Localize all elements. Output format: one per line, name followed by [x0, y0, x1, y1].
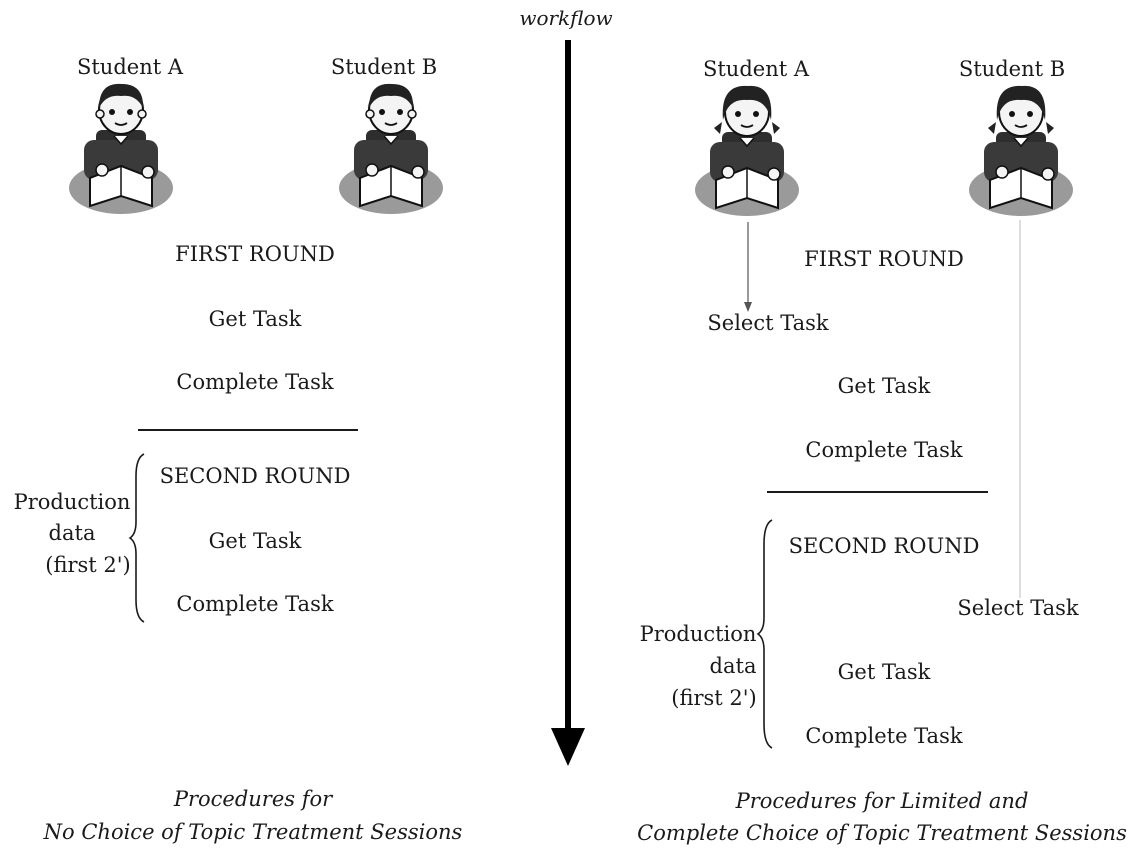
- left-student-a-label: Student A: [76, 55, 184, 79]
- left-production-line2: data: [48, 521, 96, 545]
- right-production-line3: (first 2'): [671, 686, 757, 710]
- workflow-arrow: [551, 40, 585, 766]
- left-production-brace: [128, 453, 145, 623]
- left-get-task-2: Get Task: [208, 529, 302, 553]
- right-production-line1: Production: [639, 622, 757, 646]
- right-second-round: SECOND ROUND: [788, 534, 980, 558]
- left-complete-task-1: Complete Task: [176, 370, 334, 394]
- right-production-line2: data: [709, 654, 757, 678]
- right-get-task-2: Get Task: [837, 660, 931, 684]
- left-first-round: FIRST ROUND: [175, 242, 335, 266]
- right-caption-line2: Complete Choice of Topic Treatment Sessi…: [637, 821, 1127, 845]
- left-complete-task-2: Complete Task: [176, 592, 334, 616]
- left-production-line3: (first 2'): [45, 553, 131, 577]
- right-production-brace: [756, 519, 773, 749]
- right-round-divider: [767, 491, 988, 493]
- left-round-divider: [138, 429, 358, 431]
- right-select-task-a: Select Task: [707, 311, 829, 335]
- right-get-task-1: Get Task: [837, 374, 931, 398]
- right-student-a-arrow: [744, 222, 752, 312]
- left-production-line1: Production: [13, 490, 131, 514]
- left-caption-line1: Procedures for: [173, 787, 333, 811]
- right-student-b-line: [1019, 220, 1021, 598]
- left-student-a-figure: [66, 78, 176, 218]
- right-select-task-b: Select Task: [957, 596, 1079, 620]
- right-first-round: FIRST ROUND: [804, 247, 964, 271]
- left-caption-line2: No Choice of Topic Treatment Sessions: [43, 820, 463, 844]
- left-get-task-1: Get Task: [208, 307, 302, 331]
- right-student-a-figure: [692, 80, 802, 220]
- left-student-b-label: Student B: [330, 55, 438, 79]
- right-caption-line1: Procedures for Limited and: [735, 789, 1029, 813]
- right-complete-task-2: Complete Task: [805, 724, 963, 748]
- right-student-a-label: Student A: [702, 57, 810, 81]
- right-complete-task-1: Complete Task: [805, 438, 963, 462]
- right-student-b-label: Student B: [958, 57, 1066, 81]
- left-student-b-figure: [336, 78, 446, 218]
- workflow-label: workflow: [519, 6, 613, 30]
- left-second-round: SECOND ROUND: [159, 464, 351, 488]
- right-student-b-figure: [966, 80, 1076, 220]
